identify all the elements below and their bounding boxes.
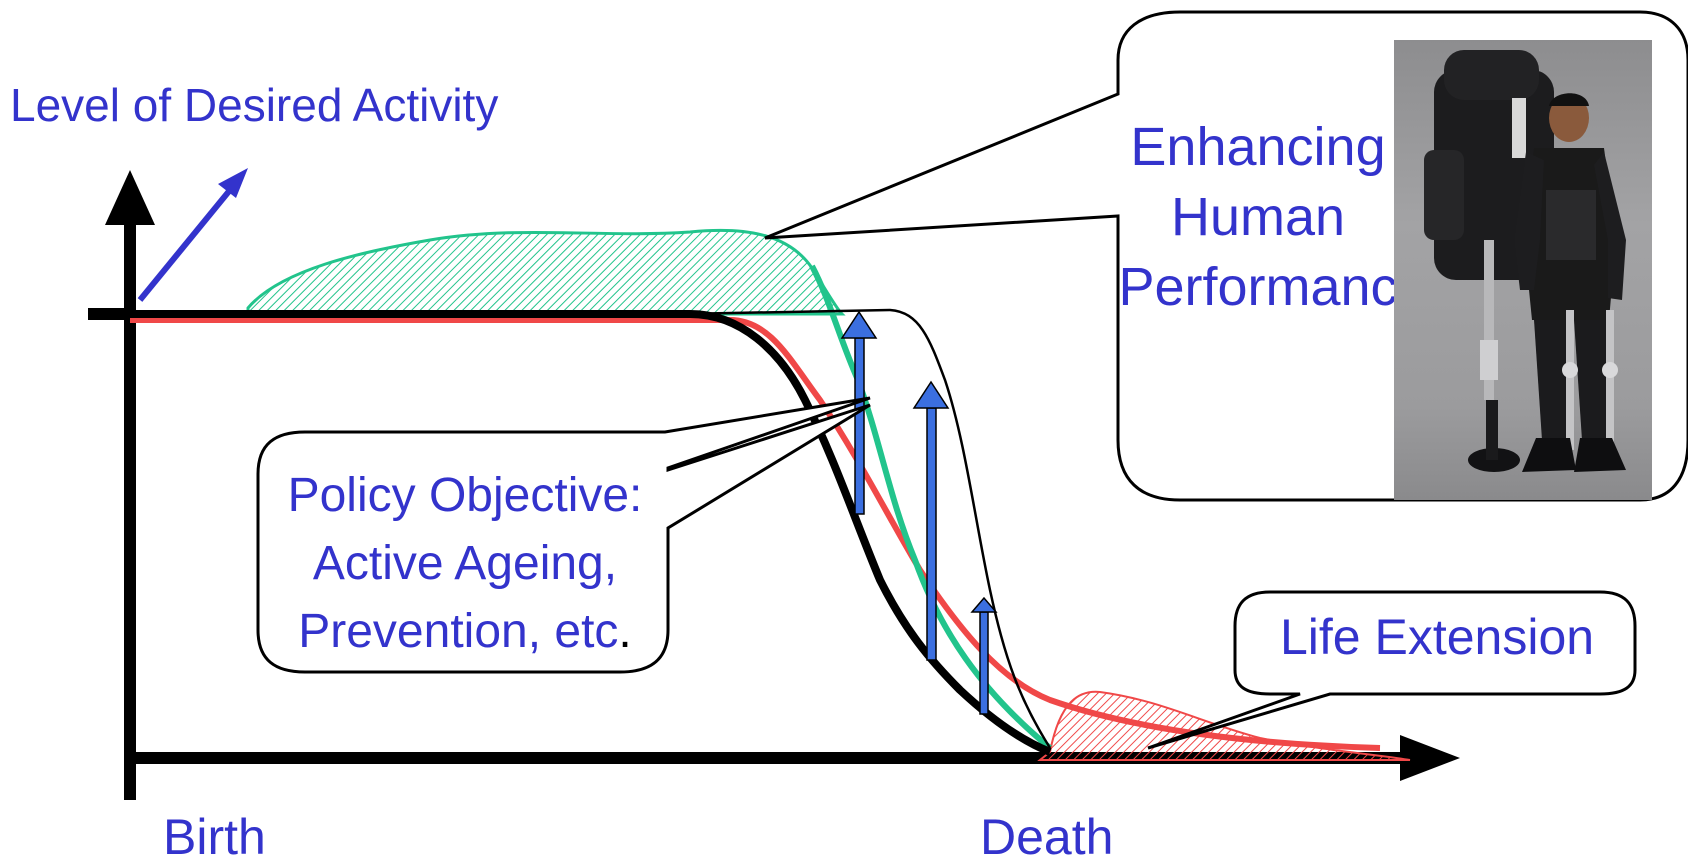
birth-label: Birth (163, 809, 266, 865)
death-label: Death (980, 809, 1114, 865)
improvement-arrows (840, 310, 998, 715)
policy-line-3-tail: . (618, 605, 632, 658)
y-axis-arrowhead (105, 170, 155, 225)
policy-callout-text: Policy Objective: Active Ageing, Prevent… (270, 462, 660, 666)
life-extension-label: Life Extension (1280, 609, 1595, 665)
exoskeleton-soldier-photo (1394, 40, 1652, 500)
policy-line-3-main: Prevention, etc (298, 605, 619, 658)
baseline-thick-curve (130, 310, 1052, 756)
policy-line-3: Prevention, etc. (270, 598, 660, 666)
x-axis-arrowhead (1400, 735, 1460, 781)
enhancing-callout-text: Enhancing Human Performanc (1078, 112, 1394, 322)
enhancing-text-block: Enhancing Human Performanc (1078, 112, 1394, 322)
enhancement-hatched-area (246, 228, 846, 316)
policy-line-1: Policy Objective: (287, 469, 643, 522)
desired-activity-arrowhead (218, 168, 248, 198)
y-axis-label: Level of Desired Activity (10, 79, 499, 131)
life-extension-callout-bubble (1147, 590, 1637, 750)
enhancing-line-3: Performanc (1118, 257, 1394, 317)
green-curve (809, 264, 1052, 751)
life-extension-hatched-area (1037, 690, 1411, 761)
soldier-figure (1424, 50, 1626, 472)
enhancing-line-2: Human (1170, 187, 1346, 247)
policy-line-2: Active Ageing, (312, 537, 618, 590)
desired-activity-arrow (137, 188, 233, 302)
policy-callout-bubble (256, 396, 871, 674)
enhancing-line-1: Enhancing (1130, 117, 1386, 177)
extended-thin-curve (679, 308, 1052, 749)
